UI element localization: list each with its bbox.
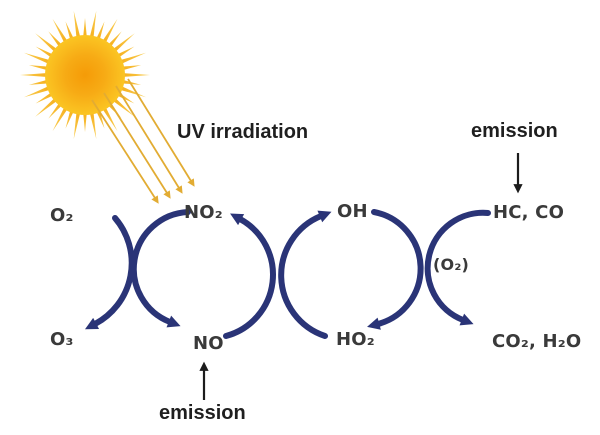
uv-ray-arrow	[103, 92, 171, 199]
sun-ray	[73, 108, 82, 140]
species-ho2: HO₂	[336, 329, 375, 350]
sun-ray	[35, 33, 61, 55]
sun-ray	[23, 52, 54, 66]
arc-hcco-to-co2h2o	[424, 209, 491, 326]
sun-ray	[52, 103, 70, 132]
species-no2: NO₂	[184, 202, 223, 223]
arc-ho2-to-oh	[278, 210, 332, 339]
arc-no-to-no2	[223, 213, 276, 339]
sun-ray	[20, 72, 51, 78]
sun-ray	[88, 108, 97, 140]
sun-ray	[73, 10, 82, 42]
uv-ray-arrows	[91, 78, 195, 204]
uv-ray-arrow	[115, 85, 183, 194]
species-o2-parenthetical: (O₂)	[433, 255, 470, 274]
arc-o2-to-o3	[84, 215, 135, 330]
sun-ray	[109, 95, 135, 117]
emission-bottom-label: emission	[159, 402, 246, 424]
sun-ray	[100, 18, 118, 47]
species-o3: O₃	[50, 329, 74, 350]
species-o2: O₂	[50, 205, 74, 226]
sun-ray	[88, 10, 97, 42]
sun-ray	[109, 33, 135, 55]
emission-top-label: emission	[471, 120, 558, 142]
sun-ray	[35, 95, 61, 117]
sun-icon	[20, 10, 150, 140]
uv-ray-arrow	[91, 99, 159, 204]
arc-oh-to-ho2	[367, 209, 424, 330]
uv-ray-arrow	[127, 78, 195, 187]
arc-no2-to-no	[130, 209, 191, 328]
uv-irradiation-label: UV irradiation	[177, 121, 309, 143]
sun-ray	[52, 18, 70, 47]
sun-ray	[100, 103, 118, 132]
species-no: NO	[193, 333, 224, 354]
sun-ray	[23, 84, 54, 98]
species-co2-h2o: CO₂, H₂O	[492, 331, 582, 352]
sun-ray	[116, 84, 147, 98]
sun-ray	[119, 72, 150, 78]
sun-ray	[116, 52, 147, 66]
species-hc-co: HC, CO	[493, 202, 565, 223]
species-oh: OH	[337, 201, 368, 222]
